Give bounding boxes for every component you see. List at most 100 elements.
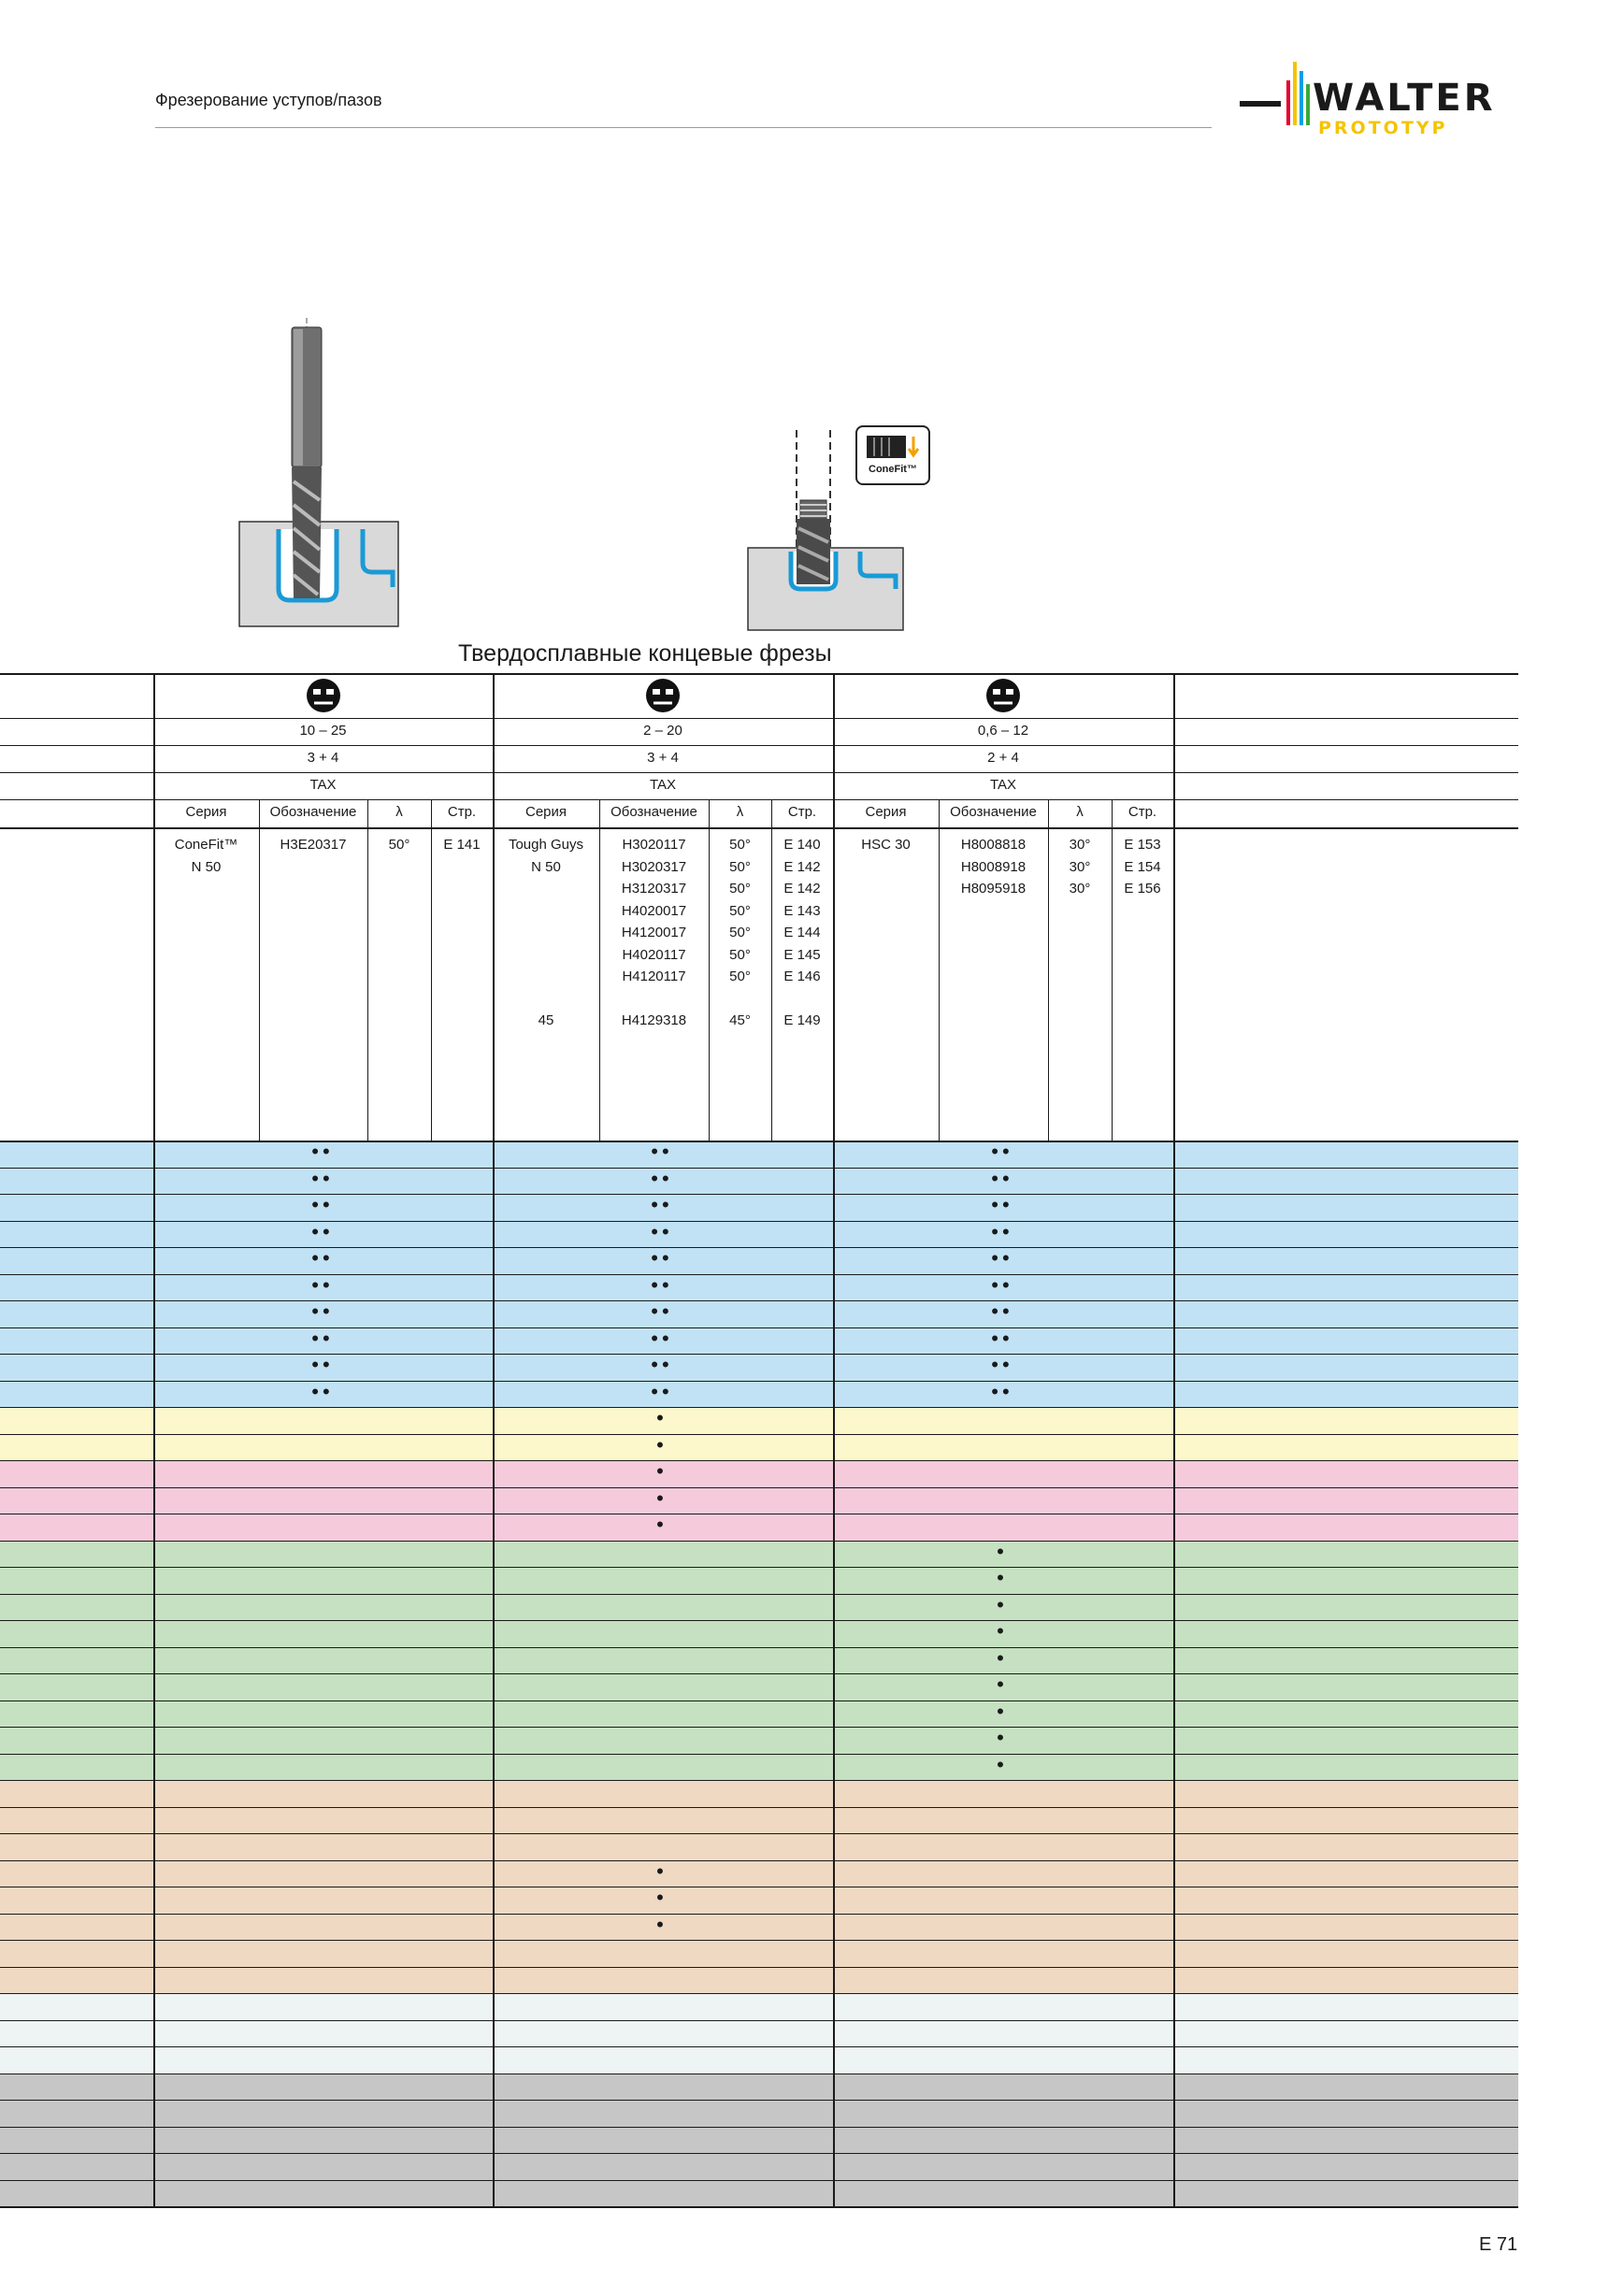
group-teeth: 3 + 4 (647, 750, 679, 766)
material-row (0, 1646, 1518, 1674)
material-row (0, 1194, 1518, 1222)
material-row (0, 1354, 1518, 1382)
slot-milling-icon (646, 679, 680, 712)
column-header: Стр. (447, 804, 477, 820)
suitability-mark: • (997, 1726, 1008, 1749)
material-row (0, 1593, 1518, 1621)
suitability-mark: •• (311, 1140, 334, 1163)
suitability-mark: •• (651, 1379, 673, 1403)
material-row (0, 2179, 1518, 2207)
suitability-mark: •• (991, 1140, 1013, 1163)
material-row (0, 1433, 1518, 1461)
material-row (0, 1913, 1518, 1941)
suitability-mark: •• (651, 1272, 673, 1297)
conefit-badge: ConeFit™ (855, 425, 930, 485)
column-header: λ (1076, 804, 1084, 820)
suitability-mark: •• (651, 1353, 673, 1376)
header-rule-line (0, 673, 1518, 675)
suitability-mark: • (656, 1886, 668, 1909)
material-row (0, 1833, 1518, 1861)
material-row (0, 2073, 1518, 2101)
sub-column-divider (259, 799, 260, 1141)
header-rule (155, 127, 1212, 128)
material-row (0, 1327, 1518, 1355)
suitability-mark: •• (311, 1379, 334, 1403)
table-bottom-rule (0, 2206, 1518, 2208)
material-row (0, 1993, 1518, 2021)
column-header: Серия (524, 804, 567, 820)
logo-bar (1300, 71, 1303, 125)
suitability-mark: • (656, 1858, 668, 1883)
data-column-lambda: 50° 50° 50° 50° 50° 50° 50° 45° (729, 837, 751, 1028)
column-header: Обозначение (610, 804, 697, 820)
data-column-codes: H8008818 H8008918 H8095918 (960, 837, 1027, 897)
suitability-mark: •• (651, 1219, 673, 1243)
suitability-mark: •• (991, 1166, 1013, 1190)
suitability-mark: • (997, 1645, 1008, 1670)
slot-milling-icon (306, 679, 340, 712)
material-row (0, 1887, 1518, 1915)
material-row (0, 1966, 1518, 1994)
group-diameter: 0,6 – 12 (977, 723, 1029, 739)
suitability-mark: •• (311, 1219, 334, 1243)
material-row (0, 1540, 1518, 1568)
suitability-mark: •• (991, 1326, 1013, 1350)
material-row (0, 1567, 1518, 1595)
suitability-mark: •• (991, 1379, 1013, 1403)
sub-column-divider (771, 799, 772, 1141)
material-row (0, 1727, 1518, 1755)
column-header: λ (395, 804, 403, 820)
header-rule-line (0, 799, 1518, 800)
material-row (0, 1167, 1518, 1195)
column-header: Стр. (787, 804, 817, 820)
walter-logo: WALTER PROTOTYP (1240, 60, 1520, 138)
group-teeth: 2 + 4 (987, 750, 1019, 766)
data-column-pages: E 141 (443, 837, 481, 853)
suitability-mark: •• (991, 1353, 1013, 1376)
conefit-illustration (747, 430, 904, 631)
material-row (0, 1273, 1518, 1301)
page-number: E 71 (1479, 2234, 1518, 2255)
group-diameter: 10 – 25 (299, 723, 347, 739)
logo-bar (1306, 84, 1310, 125)
suitability-mark: •• (991, 1193, 1013, 1216)
column-header: Обозначение (269, 804, 357, 820)
column-header: Обозначение (950, 804, 1037, 820)
data-column-codes: H3020117 H3020317 H3120317 H4020017 H412… (621, 837, 687, 1028)
material-row (0, 1486, 1518, 1514)
suitability-mark: •• (651, 1299, 673, 1323)
material-row (0, 1380, 1518, 1408)
material-row (0, 1300, 1518, 1328)
material-row (0, 1407, 1518, 1435)
group-diameter: 2 – 20 (643, 723, 682, 739)
material-row (0, 1753, 1518, 1781)
header-rule-line (0, 745, 1518, 746)
suitability-mark: • (997, 1592, 1008, 1616)
conefit-badge-label: ConeFit™ (869, 464, 917, 475)
sub-column-divider (1048, 799, 1049, 1141)
material-row (0, 1673, 1518, 1701)
suitability-mark: •• (991, 1246, 1013, 1270)
data-column-pages: E 140 E 142 E 142 E 143 E 144 E 145 E 14… (783, 837, 821, 1028)
suitability-mark: • (656, 1513, 668, 1536)
suitability-mark: •• (651, 1166, 673, 1190)
suitability-mark: • (997, 1752, 1008, 1776)
data-column-lambda: 50° (388, 837, 410, 853)
column-header: Стр. (1127, 804, 1157, 820)
group-teeth: 3 + 4 (307, 750, 339, 766)
header-rule-line (0, 718, 1518, 719)
suitability-mark: •• (991, 1299, 1013, 1323)
slot-milling-icon (986, 679, 1020, 712)
suitability-mark: • (656, 1485, 668, 1510)
suitability-mark: •• (311, 1272, 334, 1297)
suitability-mark: • (997, 1672, 1008, 1696)
material-row (0, 1514, 1518, 1542)
suitability-mark: •• (651, 1246, 673, 1270)
suitability-mark: •• (651, 1140, 673, 1163)
group-divider (493, 673, 495, 2206)
material-row (0, 1806, 1518, 1834)
data-column-series: ConeFit™ N 50 (174, 837, 238, 875)
group-divider (1173, 673, 1175, 2206)
logo-bar (1293, 62, 1297, 125)
conefit-icon (867, 436, 920, 458)
